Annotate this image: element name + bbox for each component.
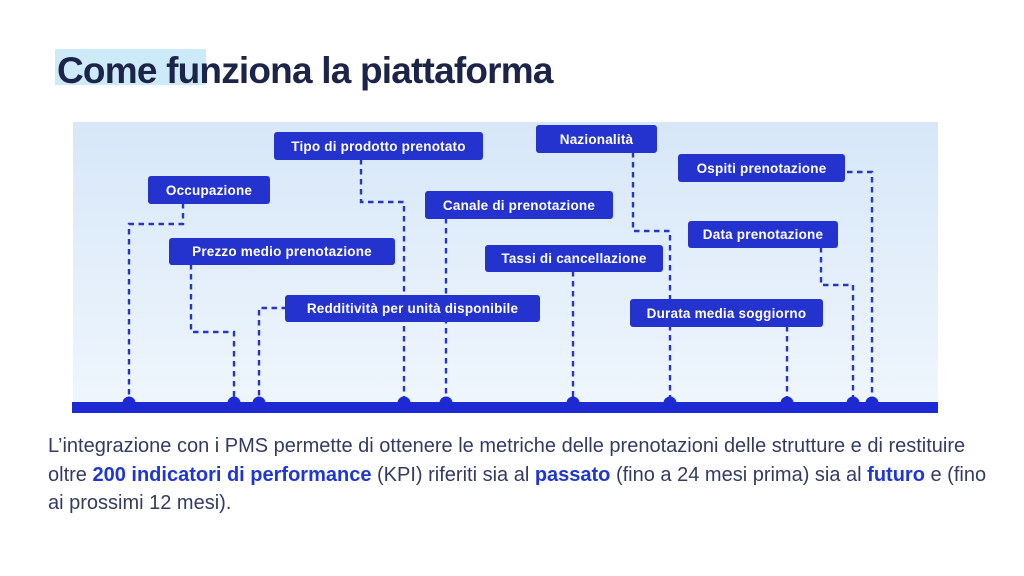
kpi-label: Ospiti prenotazione	[678, 154, 845, 182]
emphasis-text: passato	[534, 463, 611, 486]
body-paragraph: L’integrazione con i PMS permette di ott…	[48, 432, 998, 518]
body-text-segment: (KPI) riferiti sia al	[371, 463, 535, 486]
page-title: Come funziona la piattaforma	[57, 50, 553, 91]
kpi-label: Data prenotazione	[688, 221, 838, 248]
body-text-segment: L’integrazione con i PMS permette di ott…	[48, 435, 966, 486]
kpi-label: Nazionalità	[536, 125, 657, 153]
kpi-label: Canale di prenotazione	[425, 191, 613, 219]
kpi-label: Occupazione	[148, 176, 270, 204]
emphasis-text: futuro	[867, 463, 925, 486]
emphasis-text: 200 indicatori di performance	[92, 463, 372, 486]
kpi-label: Durata media soggiorno	[630, 299, 823, 327]
body-text-segment: (fino a 24 mesi prima) sia al	[610, 463, 868, 486]
body-text-segment: e (fino ai prossimi 12 mesi).	[48, 463, 987, 515]
title-highlight	[55, 49, 206, 85]
kpi-label: Tassi di cancellazione	[485, 245, 663, 272]
kpi-label: Redditività per unità disponibile	[285, 295, 540, 322]
kpi-label: Prezzo medio prenotazione	[169, 238, 395, 265]
kpi-label: Tipo di prodotto prenotato	[274, 132, 483, 160]
